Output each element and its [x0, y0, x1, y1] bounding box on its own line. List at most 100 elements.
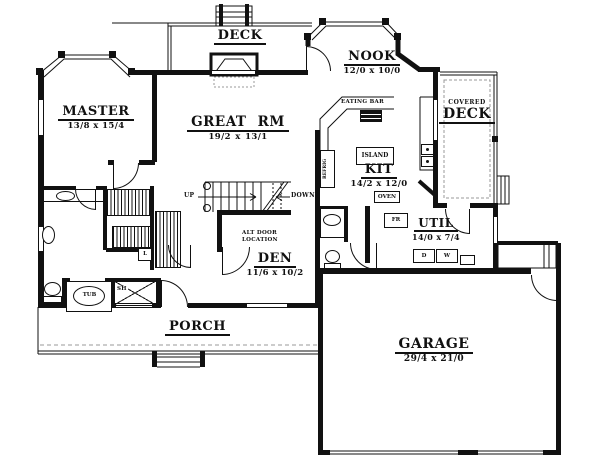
- wall-post: [36, 68, 43, 75]
- room-label-great-rm: GREAT RM 19/2 x 13/1: [185, 115, 291, 142]
- master-dims: 13/8 x 15/4: [67, 121, 125, 132]
- sink-drain: [426, 160, 429, 163]
- wall-segment: [62, 280, 66, 305]
- window: [493, 217, 498, 243]
- wall-segment: [255, 70, 308, 75]
- util-dims: 14/0 x 7/4: [411, 232, 460, 243]
- eating-bar-label: EATING BAR: [341, 99, 384, 105]
- wall-segment: [318, 268, 531, 274]
- freezer: [384, 213, 408, 228]
- vanity-sink: [56, 191, 75, 201]
- closet-hatch: [112, 226, 152, 248]
- wall-segment: [62, 278, 70, 282]
- bathtub-basin: [73, 286, 105, 306]
- stairs-down-label: DOWN: [291, 192, 315, 199]
- sliding-door: [212, 70, 255, 75]
- freezer-label: FR: [391, 217, 401, 223]
- window: [247, 303, 287, 308]
- room-label-master: MASTER 13/8 x 15/4: [52, 104, 140, 132]
- wall-segment: [150, 186, 154, 270]
- wall-post: [394, 33, 401, 40]
- room-label-util: UTIL 14/0 x 7/4: [408, 216, 464, 243]
- gate-post: [219, 4, 223, 26]
- alt-door-line1: ALT DOOR: [242, 230, 278, 236]
- wall-segment: [96, 186, 107, 190]
- garage-name: GARAGE: [394, 336, 474, 355]
- stairs-up-label: UP: [184, 192, 195, 199]
- toilet-bowl: [325, 250, 340, 263]
- porch-post: [200, 351, 205, 367]
- room-label-nook: NOOK 12/0 x 10/0: [330, 49, 414, 77]
- railing-post: [492, 136, 498, 142]
- wall-segment: [287, 303, 318, 308]
- wall-segment: [318, 268, 323, 455]
- wall-segment: [543, 450, 561, 455]
- closet-hatch: [106, 189, 152, 216]
- wall-segment: [38, 251, 44, 307]
- garage-dims: 29/4 x 21/0: [403, 354, 465, 365]
- toilet-tank: [43, 296, 62, 303]
- wall-segment: [433, 203, 447, 208]
- refrig-label: REFRIG: [323, 158, 328, 180]
- wall-segment: [217, 210, 222, 252]
- utility-sink: [460, 255, 475, 265]
- wall-post: [109, 51, 116, 58]
- great-rm-dims: 19/2 x 13/1: [208, 131, 268, 142]
- util-name: UTIL: [414, 216, 458, 233]
- wall-segment: [418, 67, 440, 72]
- window: [38, 100, 44, 135]
- wall-segment: [130, 70, 212, 75]
- powder-sink: [323, 214, 341, 226]
- room-label-deck: DECK: [210, 28, 270, 46]
- gate-post: [245, 4, 249, 26]
- den-name: DEN: [253, 251, 297, 269]
- wall-segment: [139, 160, 155, 165]
- shower-label: SH: [116, 286, 128, 292]
- great-rm-name: GREAT RM: [187, 115, 289, 132]
- pedestal-sink: [42, 226, 55, 244]
- wall-post: [319, 18, 326, 25]
- wall-segment: [498, 241, 558, 245]
- kit-dims: 14/2 x 12/0: [350, 179, 408, 190]
- wall-segment: [38, 135, 44, 227]
- refrigerator: [320, 150, 335, 188]
- wall-post: [304, 33, 311, 40]
- wall-post: [58, 51, 65, 58]
- alt-door-line2: LOCATION: [242, 236, 278, 243]
- wall-segment: [365, 206, 370, 263]
- wall-segment: [157, 280, 161, 305]
- covered-deck-name: DECK: [438, 106, 496, 124]
- linen-label: L: [143, 251, 147, 257]
- wall-segment: [318, 450, 330, 455]
- washer-label: W: [443, 253, 451, 259]
- wall-segment: [152, 72, 157, 162]
- island-label: ISLAND: [361, 152, 389, 159]
- dryer-label: D: [421, 253, 427, 259]
- wall-post: [382, 18, 389, 25]
- wall-segment: [38, 70, 44, 100]
- nook-dims: 12/0 x 10/0: [343, 66, 401, 77]
- dryer: [413, 249, 435, 263]
- shower: [113, 280, 157, 306]
- deck-name: DECK: [213, 28, 267, 46]
- kit-name: KIT: [360, 162, 398, 180]
- room-label-garage: GARAGE 29/4 x 21/0: [390, 336, 478, 365]
- island-counter: [356, 147, 394, 165]
- master-name: MASTER: [58, 104, 134, 122]
- wall-segment: [106, 248, 152, 252]
- nook-name: NOOK: [344, 49, 400, 67]
- washer: [436, 249, 458, 263]
- wall-segment: [315, 130, 320, 307]
- wall-segment: [433, 70, 438, 100]
- window: [433, 100, 438, 140]
- wall-segment: [103, 188, 107, 250]
- wall-segment: [493, 203, 498, 217]
- oven-label: OVEN: [377, 194, 397, 200]
- wall-segment: [188, 303, 247, 308]
- room-label-kit: KIT 14/2 x 12/0: [344, 162, 414, 190]
- room-label-den: DEN 11/6 x 10/2: [235, 251, 315, 279]
- cooktop: [360, 110, 382, 122]
- wall-segment: [217, 210, 291, 215]
- wall-segment: [108, 160, 114, 165]
- wall-segment: [344, 206, 348, 242]
